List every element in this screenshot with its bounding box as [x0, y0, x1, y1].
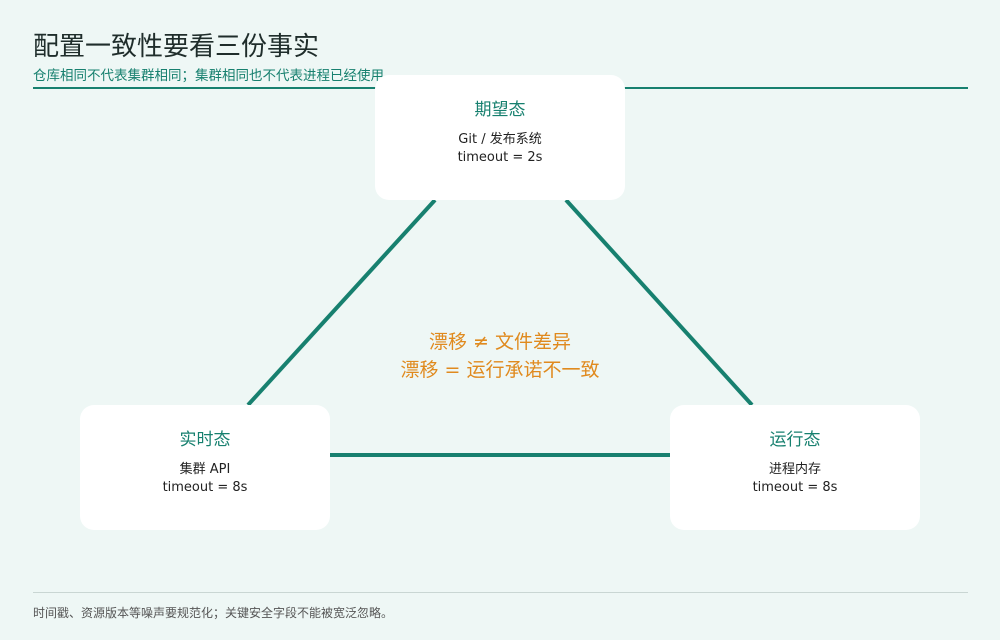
node-timeout: timeout = 8s [752, 480, 838, 495]
drift-line-equal: 漂移 = 运行承诺不一致 [400, 359, 600, 381]
node-title: 实时态 [179, 430, 231, 450]
node-source: Git / 发布系统 [458, 132, 542, 147]
edge-expected-runtime [564, 198, 754, 407]
node-title: 运行态 [769, 430, 821, 450]
node-timeout: timeout = 8s [162, 480, 248, 495]
node-runtime-state: 运行态 进程内存 timeout = 8s [670, 405, 920, 530]
node-timeout: timeout = 2s [457, 150, 543, 165]
edge-expected-actual [246, 198, 437, 407]
node-title: 期望态 [474, 100, 526, 120]
node-expected-state: 期望态 Git / 发布系统 timeout = 2s [375, 75, 625, 200]
footer-note: 时间戳、资源版本等噪声要规范化；关键安全字段不能被宽泛忽略。 [33, 606, 394, 620]
drift-definition: 漂移 ≠ 文件差异 漂移 = 运行承诺不一致 [350, 328, 650, 384]
drift-line-not-equal: 漂移 ≠ 文件差异 [429, 331, 571, 353]
node-source: 进程内存 [768, 462, 821, 477]
node-source: 集群 API [179, 462, 231, 477]
page-title: 配置一致性要看三份事实 [33, 32, 320, 62]
node-live-state: 实时态 集群 API timeout = 8s [80, 405, 330, 530]
footer-divider [33, 592, 968, 593]
page-subtitle: 仓库相同不代表集群相同；集群相同也不代表进程已经使用。 [33, 68, 398, 84]
